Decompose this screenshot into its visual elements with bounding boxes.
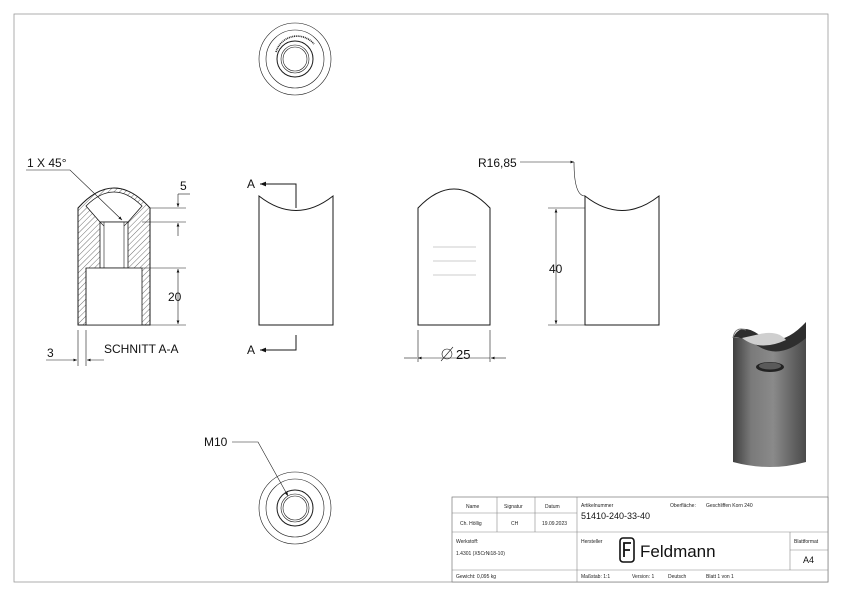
tb-name: Ch. Höllig	[460, 521, 482, 527]
side-view	[404, 188, 506, 362]
chamfer-label: 1 X 45°	[27, 156, 67, 170]
tb-brand-name: Feldmann	[640, 542, 716, 561]
title-block	[451, 496, 829, 583]
section-mark-top: A	[247, 177, 255, 191]
right-view	[520, 160, 660, 326]
sheet-border	[13, 13, 829, 583]
tb-surface-label: Oberfläche:	[670, 503, 696, 509]
tb-surface-value: Geschliffen Korn 240	[706, 503, 753, 509]
section-mark-bottom: A	[247, 343, 255, 357]
tb-sheet: Blatt 1 von 1	[706, 574, 734, 580]
tb-signature: CH	[511, 521, 519, 527]
feldmann-logo-icon	[619, 537, 635, 563]
tb-material-value: 1.4301 (X5CrNi18-10)	[456, 551, 505, 557]
dim-20-label: 20	[168, 290, 182, 304]
section-title: SCHNITT A-A	[104, 342, 178, 356]
dim-3-label: 3	[47, 346, 54, 360]
thread-label: M10	[204, 435, 228, 449]
product-render-image	[732, 322, 806, 467]
tb-language: Deutsch	[668, 574, 687, 580]
dim-5-label: 5	[180, 179, 187, 193]
tb-material-label: Werkstoff:	[456, 539, 478, 545]
tb-name-header: Name	[466, 504, 480, 510]
section-view	[26, 169, 190, 366]
tb-article-label: Artikelnummer	[581, 503, 614, 509]
diameter-label: 25	[456, 347, 470, 362]
tb-date: 19.09.2023	[542, 521, 567, 527]
tb-scale: Maßstab: 1:1	[581, 574, 610, 580]
dim-40-label: 40	[549, 262, 563, 276]
tb-sheet-format-label: Blattformat	[794, 539, 819, 545]
tb-version: Version: 1	[632, 574, 654, 580]
bottom-view	[232, 441, 332, 545]
tb-date-header: Datum	[545, 504, 560, 510]
tb-manufacturer-label: Hersteller	[581, 539, 603, 545]
front-view	[258, 181, 334, 353]
tb-article-number: 51410-240-33-40	[581, 511, 650, 521]
tb-weight: Gewicht: 0,095 kg	[456, 574, 496, 580]
radius-label: R16,85	[478, 156, 517, 170]
tb-sheet-format-value: A4	[803, 555, 814, 565]
tb-signature-header: Signatur	[504, 504, 523, 510]
top-view	[258, 22, 332, 96]
